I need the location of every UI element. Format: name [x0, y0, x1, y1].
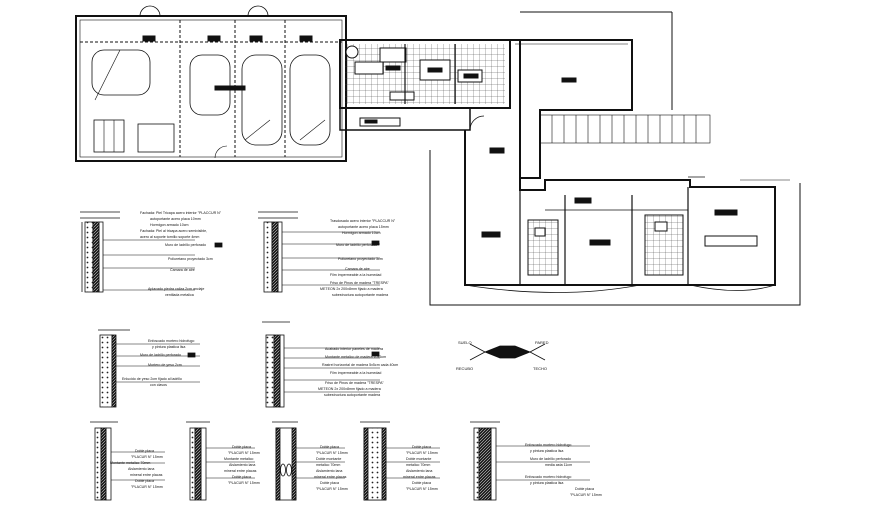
- svg-text:Enlucido de yeso 2cm fijado al: Enlucido de yeso 2cm fijado al ladrillo: [122, 377, 182, 381]
- svg-text:ventilada metalica: ventilada metalica: [165, 293, 194, 297]
- section-detail-8: Doble placa "PLACUR N" 15mm Doble montan…: [360, 421, 440, 501]
- svg-text:Aislamiento lana: Aislamiento lana: [316, 469, 342, 473]
- svg-text:Friso de Pinos de madera "TRES: Friso de Pinos de madera "TRESPA": [325, 381, 385, 385]
- svg-text:metalico 70mm: metalico 70mm: [316, 463, 340, 467]
- svg-text:con clavos: con clavos: [150, 383, 167, 387]
- svg-text:Doble montante: Doble montante: [406, 457, 431, 461]
- svg-text:Poliuretano proyectado 3cm: Poliuretano proyectado 3cm: [338, 257, 383, 261]
- svg-text:"PLACUR N" 15mm: "PLACUR N" 15mm: [316, 451, 348, 455]
- svg-text:Doble placa: Doble placa: [320, 481, 339, 485]
- svg-text:Doble placa: Doble placa: [320, 445, 339, 449]
- svg-text:"PLACUR N" 15mm: "PLACUR N" 15mm: [406, 451, 438, 455]
- svg-text:Doble placa: Doble placa: [575, 487, 594, 491]
- svg-text:Doble placa: Doble placa: [412, 481, 431, 485]
- section-detail-5: Doble placa "PLACUR N" 15mm Montante met…: [90, 421, 165, 501]
- wall-section-detail-1: Fachada: Piel Tricapa acero interior "PL…: [80, 211, 223, 297]
- svg-text:Friso de Pinos de madera "TRES: Friso de Pinos de madera "TRESPA": [330, 281, 390, 285]
- svg-text:y pintura plastica lisa: y pintura plastica lisa: [152, 345, 185, 349]
- section-detail-9: Enfoscado mortero hidrofugo y pintura pl…: [470, 421, 602, 501]
- svg-text:Aplacado piedra caliza 2cm anc: Aplacado piedra caliza 2cm anclaje: [148, 287, 204, 291]
- svg-text:Muro de ladrillo perforado: Muro de ladrillo perforado: [336, 243, 377, 247]
- svg-text:Camara de aire: Camara de aire: [170, 268, 195, 272]
- floor-plan: [75, 5, 801, 306]
- compass-label-1: PARED: [535, 340, 549, 345]
- hall: [339, 39, 520, 131]
- svg-text:Doble placa: Doble placa: [135, 479, 154, 483]
- svg-text:autoportante acero placa 15mm: autoportante acero placa 15mm: [338, 225, 389, 229]
- svg-text:Montante metalico: Montante metalico: [224, 457, 253, 461]
- svg-text:Fachada: Piel Tricapa acero in: Fachada: Piel Tricapa acero interior "PL…: [140, 211, 222, 215]
- section-detail-6: Doble placa "PLACUR N" 15mm Montante met…: [186, 421, 260, 501]
- svg-text:Aislamiento lana: Aislamiento lana: [229, 463, 255, 467]
- svg-text:"PLACUR N" 15mm: "PLACUR N" 15mm: [131, 455, 163, 459]
- svg-text:Doble placa: Doble placa: [135, 449, 154, 453]
- svg-text:metalico 70mm: metalico 70mm: [406, 463, 430, 467]
- svg-text:Trasdosado acero interior "PLA: Trasdosado acero interior "PLACCUR N": [330, 219, 396, 223]
- deck: [539, 114, 711, 144]
- svg-text:Film impermeable a la humedad: Film impermeable a la humedad: [330, 273, 381, 277]
- svg-text:Doble placa: Doble placa: [412, 445, 431, 449]
- svg-text:Fachada: Piel al tricapa acero: Fachada: Piel al tricapa acero semivisib…: [140, 229, 207, 233]
- garage-block: [75, 5, 347, 162]
- bedroom-wing: [464, 130, 790, 293]
- svg-text:Camara de aire: Camara de aire: [345, 267, 370, 271]
- svg-text:Rastrel horizontal de madera 5: Rastrel horizontal de madera 5x5cm cada …: [322, 363, 398, 367]
- svg-text:Muro de ladrillo perforado: Muro de ladrillo perforado: [165, 243, 206, 247]
- svg-text:y pintura plastica lisa: y pintura plastica lisa: [530, 481, 563, 485]
- section-detail-7: Doble placa "PLACUR N" 15mm Doble montan…: [272, 421, 348, 501]
- service-block: [339, 39, 511, 109]
- svg-text:Muro de ladrillo perforado: Muro de ladrillo perforado: [530, 457, 571, 461]
- section-detail-3: Enfoscado mortero hidrofugo y pintura pl…: [98, 329, 200, 408]
- svg-text:y pintura plastica lisa: y pintura plastica lisa: [530, 449, 563, 453]
- site-boundary: [429, 150, 801, 306]
- svg-text:mineral entre placas: mineral entre placas: [403, 475, 436, 479]
- wall-section-detail-2: Trasdosado acero interior "PLACCUR N" au…: [258, 211, 396, 297]
- svg-text:Montante metalico 70mm: Montante metalico 70mm: [110, 461, 150, 465]
- svg-text:"PLACUR N" 15mm: "PLACUR N" 15mm: [228, 481, 260, 485]
- svg-text:Hormigon armado 10cm: Hormigon armado 10cm: [150, 223, 189, 227]
- svg-text:METEON 2x 200x8mm fijado a mad: METEON 2x 200x8mm fijado a madera: [318, 387, 381, 391]
- svg-text:Acabado interior paneles de ma: Acabado interior paneles de madera: [325, 347, 383, 351]
- svg-text:Poliuretano proyectado 3cm: Poliuretano proyectado 3cm: [168, 257, 213, 261]
- svg-text:Film impermeable a la humedad: Film impermeable a la humedad: [330, 371, 381, 375]
- svg-text:acero al soporte tornillo sopo: acero al soporte tornillo soporte 4mm: [140, 235, 199, 239]
- svg-text:media asta 11cm: media asta 11cm: [545, 463, 572, 467]
- svg-text:"PLACUR N" 15mm: "PLACUR N" 15mm: [316, 487, 348, 491]
- svg-text:Doble montante: Doble montante: [316, 457, 341, 461]
- svg-text:"PLACUR N" 15mm: "PLACUR N" 15mm: [570, 493, 602, 497]
- svg-text:Doble placa: Doble placa: [232, 445, 251, 449]
- svg-text:RECUBO: RECUBO: [456, 366, 473, 371]
- compass-label-0: SUELO: [458, 340, 472, 345]
- svg-text:Enfoscado mortero hidrofugo: Enfoscado mortero hidrofugo: [148, 339, 194, 343]
- svg-text:"PLACUR N" 15mm: "PLACUR N" 15mm: [406, 487, 438, 491]
- svg-text:Doble placa: Doble placa: [232, 475, 251, 479]
- svg-text:mineral entre placas: mineral entre placas: [314, 475, 347, 479]
- svg-text:Hormigon armado 10cm: Hormigon armado 10cm: [342, 231, 381, 235]
- compass-label-3: TECHO: [533, 366, 547, 371]
- svg-text:Enfoscado mortero hidrofugo: Enfoscado mortero hidrofugo: [525, 443, 571, 447]
- svg-text:mineral entre placas: mineral entre placas: [224, 469, 257, 473]
- svg-text:Aislamiento lana: Aislamiento lana: [406, 469, 432, 473]
- svg-text:subestructura autoportante mad: subestructura autoportante madera: [332, 293, 388, 297]
- svg-text:Enfoscado mortero hidrofugo: Enfoscado mortero hidrofugo: [525, 475, 571, 479]
- svg-text:"PLACUR N" 15mm: "PLACUR N" 15mm: [131, 485, 163, 489]
- svg-text:Aislamiento lana: Aislamiento lana: [128, 467, 154, 471]
- svg-text:mineral entre placas: mineral entre placas: [130, 473, 163, 477]
- living-room: [510, 39, 633, 179]
- svg-text:autoportante acero placa 10mm: autoportante acero placa 10mm: [150, 217, 201, 221]
- svg-text:"PLACUR N" 15mm: "PLACUR N" 15mm: [228, 451, 260, 455]
- orientation-symbol: SUELO PARED RECUBO TECHO: [456, 340, 549, 371]
- svg-text:Mortero de yeso 2cm: Mortero de yeso 2cm: [148, 363, 182, 367]
- svg-text:METEON 2x 200x8mm fijado a mad: METEON 2x 200x8mm fijado a madera: [320, 287, 383, 291]
- svg-text:Montante metalico de madera 10: Montante metalico de madera 10x5cm: [325, 355, 386, 359]
- svg-text:subestructura autoportante mad: subestructura autoportante madera: [324, 393, 380, 397]
- section-detail-4: Acabado interior paneles de madera Monta…: [262, 321, 398, 408]
- svg-text:Muro de ladrillo perforado: Muro de ladrillo perforado: [140, 353, 181, 357]
